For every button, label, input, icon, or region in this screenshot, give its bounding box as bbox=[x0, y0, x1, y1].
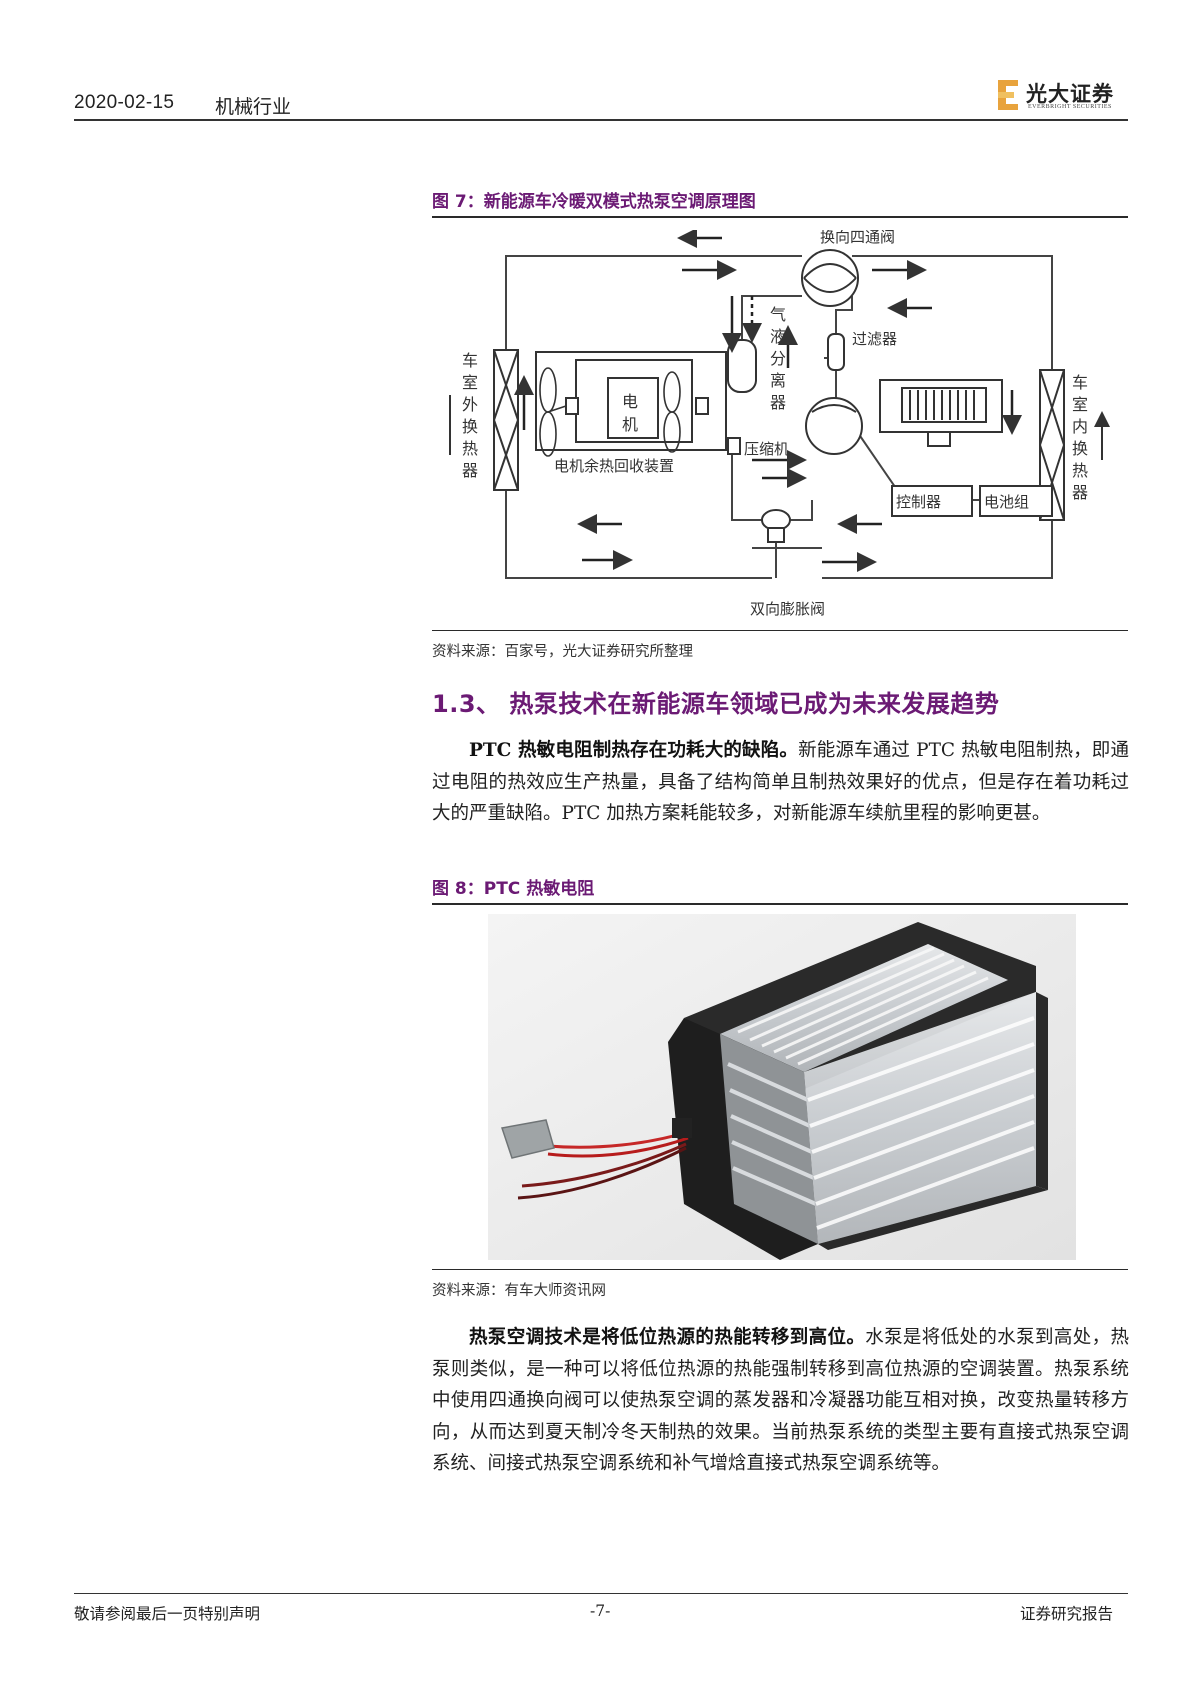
outdoor-heat-exchanger bbox=[493, 349, 519, 491]
svg-text:气: 气 bbox=[770, 305, 786, 324]
paragraph-heat-pump: 热泵空调技术是将低位热源的热能转移到高位。水泵是将低处的水泵到高处，热泵则类似，… bbox=[432, 1322, 1129, 1480]
svg-text:器: 器 bbox=[1072, 483, 1088, 502]
svg-text:器: 器 bbox=[770, 393, 786, 412]
svg-text:室: 室 bbox=[1072, 395, 1088, 414]
fan-left bbox=[539, 367, 567, 457]
figure-8-title: 图 8：PTC 热敏电阻 bbox=[432, 879, 595, 899]
svg-text:换: 换 bbox=[1072, 439, 1088, 458]
paragraph-1-text: 新能源车通过 PTC 热敏电阻制热，即通过电阻的热效应生产热量，具备了结构简单且… bbox=[432, 740, 1129, 824]
compressor bbox=[727, 397, 863, 455]
paragraph-ptc-drawback: PTC 热敏电阻制热存在功耗大的缺陷。新能源车通过 PTC 热敏电阻制热，即通过… bbox=[432, 735, 1129, 830]
logo-chinese-text: 光大证券 bbox=[1026, 81, 1114, 106]
figure-8-top-rule bbox=[432, 903, 1128, 905]
expansion-valve bbox=[761, 509, 791, 543]
label-outdoor-exchanger: 车室外 换热器 bbox=[462, 351, 478, 480]
controller-box bbox=[891, 485, 973, 517]
label-indoor-exchanger: 车室内 换热器 bbox=[1072, 373, 1088, 502]
label-compressor: 压缩机 bbox=[744, 440, 789, 458]
svg-text:离: 离 bbox=[770, 371, 786, 390]
svg-text:热: 热 bbox=[1072, 461, 1088, 480]
figure-7-bottom-rule bbox=[432, 630, 1128, 631]
battery-box bbox=[979, 485, 1053, 517]
label-motor-heat-recovery: 电机余热回收装置 bbox=[554, 457, 674, 475]
flow-arrows bbox=[514, 230, 1022, 572]
svg-text:热: 热 bbox=[462, 439, 478, 458]
svg-text:分: 分 bbox=[770, 349, 786, 368]
industry-label: 机械行业 bbox=[215, 96, 292, 118]
motor-heat-recovery-unit bbox=[535, 351, 727, 451]
paragraph-2-text: 水泵是将低处的水泵到高处，热泵则类似，是一种可以将低位热源的热能强制转移到高位热… bbox=[432, 1327, 1129, 1474]
label-separator: 气液分 离器 bbox=[770, 305, 786, 412]
figure-8-source: 资料来源：有车大师资讯网 bbox=[432, 1283, 606, 1299]
figure-7-source: 资料来源：百家号，光大证券研究所整理 bbox=[432, 644, 693, 660]
label-four-way-valve: 换向四通阀 bbox=[820, 230, 895, 246]
four-way-valve bbox=[801, 249, 859, 307]
svg-text:内: 内 bbox=[1072, 417, 1088, 436]
logo-english-text: EVERBRIGHT SECURITIES bbox=[1028, 104, 1112, 110]
figure-7-top-rule bbox=[432, 216, 1128, 218]
everbright-logo-icon bbox=[998, 80, 1018, 110]
indoor-unit bbox=[879, 379, 1003, 447]
fan-right bbox=[663, 371, 681, 453]
svg-text:室: 室 bbox=[462, 373, 478, 392]
label-motor-1: 电 bbox=[622, 392, 638, 411]
figure-7-title: 图 7：新能源车冷暖双模式热泵空调原理图 bbox=[432, 192, 756, 212]
report-type: 证券研究报告 bbox=[1020, 1605, 1114, 1623]
label-battery: 电池组 bbox=[984, 493, 1029, 511]
ptc-thermistor-photo bbox=[488, 914, 1076, 1260]
svg-text:液: 液 bbox=[770, 327, 786, 346]
figure-8-bottom-rule bbox=[432, 1269, 1128, 1270]
heat-pump-diagram: 换向四通阀 车室外 换热器 车室内 换热器 电 机 电机余热回收装置 bbox=[449, 230, 1110, 618]
paragraph-1-lead: PTC 热敏电阻制热存在功耗大的缺陷。 bbox=[469, 740, 799, 761]
report-date: 2020-02-15 bbox=[74, 92, 175, 113]
svg-text:外: 外 bbox=[462, 395, 478, 414]
svg-text:换: 换 bbox=[462, 417, 478, 436]
footer-divider bbox=[74, 1593, 1128, 1594]
svg-text:车: 车 bbox=[1072, 373, 1088, 392]
footer-disclaimer: 敬请参阅最后一页特别声明 bbox=[74, 1605, 261, 1623]
label-controller: 控制器 bbox=[896, 493, 941, 511]
label-expansion-valve: 双向膨胀阀 bbox=[750, 600, 825, 618]
svg-text:车: 车 bbox=[462, 351, 478, 370]
label-motor-2: 机 bbox=[622, 415, 638, 434]
paragraph-2-lead: 热泵空调技术是将低位热源的热能转移到高位。 bbox=[469, 1327, 866, 1348]
section-heading: 1.3、 热泵技术在新能源车领域已成为未来发展趋势 bbox=[432, 690, 1000, 718]
svg-text:器: 器 bbox=[462, 461, 478, 480]
filter bbox=[827, 333, 845, 371]
header-divider bbox=[74, 119, 1128, 121]
page-number: -7- bbox=[590, 1602, 611, 1620]
label-filter: 过滤器 bbox=[852, 330, 897, 348]
company-logo: 光大证券 EVERBRIGHT SECURITIES bbox=[998, 78, 1130, 114]
